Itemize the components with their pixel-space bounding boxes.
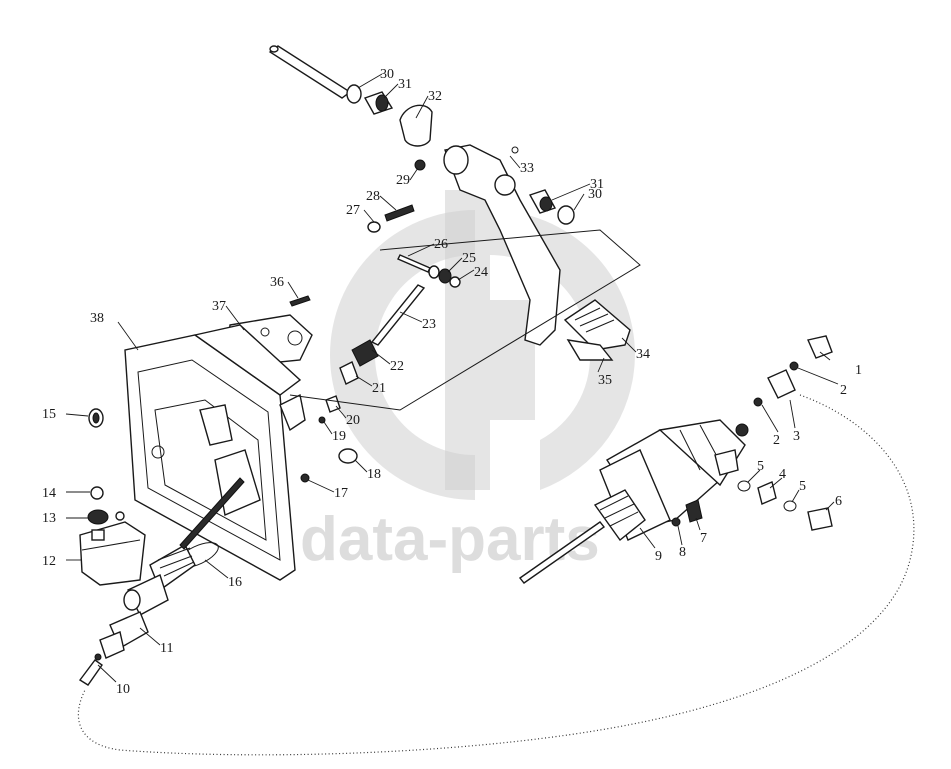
fitting-10 xyxy=(78,653,103,686)
pedal-arm-33 xyxy=(443,144,561,346)
callout-4: 4 xyxy=(779,467,786,482)
panel-38 xyxy=(124,324,302,581)
bolt-28 xyxy=(384,204,415,222)
washer-5b xyxy=(783,500,797,512)
callout-38: 38 xyxy=(90,311,104,326)
callout-25: 25 xyxy=(462,251,476,266)
washer-30-top xyxy=(346,84,362,104)
callout-1: 1 xyxy=(855,363,862,378)
callout-27: 27 xyxy=(346,203,360,218)
callout-5-right: 5 xyxy=(799,479,806,494)
bushing-31-top xyxy=(363,91,394,115)
callout-16: 16 xyxy=(228,575,242,590)
callout-33: 33 xyxy=(520,161,534,176)
plug-15 xyxy=(88,408,104,428)
callout-10: 10 xyxy=(116,682,130,697)
callout-6: 6 xyxy=(835,494,842,509)
callout-17: 17 xyxy=(334,486,348,501)
pedal-shaft xyxy=(268,45,352,99)
bolt-17 xyxy=(300,473,310,483)
frame-bracket xyxy=(279,393,306,432)
pin-26 xyxy=(397,254,431,273)
washer-5a xyxy=(737,480,751,492)
callout-15: 15 xyxy=(42,407,56,422)
spring-22 xyxy=(351,339,379,367)
clamp-32 xyxy=(399,104,433,147)
bushing-31-right xyxy=(528,189,557,214)
washer-30-right xyxy=(557,205,575,225)
callout-28: 28 xyxy=(366,189,380,204)
callout-35: 35 xyxy=(598,373,612,388)
callout-30-top: 30 xyxy=(380,67,394,82)
cap-13 xyxy=(87,509,125,525)
master-cylinder-11 xyxy=(99,544,196,659)
bolt-36 xyxy=(289,295,311,307)
washer-2b xyxy=(753,397,763,407)
callout-12: 12 xyxy=(42,554,56,569)
callout-26: 26 xyxy=(434,237,448,252)
callout-9: 9 xyxy=(655,549,662,564)
fitting-6 xyxy=(807,507,833,531)
callout-18: 18 xyxy=(367,467,381,482)
callout-29: 29 xyxy=(396,173,410,188)
piston-rod xyxy=(179,477,245,550)
ring-24 xyxy=(449,276,461,288)
push-rod-23 xyxy=(370,284,426,346)
ring-14 xyxy=(90,486,104,500)
watermark-text: data-parts xyxy=(300,505,600,574)
fitting-3 xyxy=(767,369,796,399)
callout-23: 23 xyxy=(422,317,436,332)
assembly-plane xyxy=(289,229,641,411)
callout-34: 34 xyxy=(636,347,650,362)
callout-5-left: 5 xyxy=(757,459,764,474)
booster-9 xyxy=(518,419,749,584)
callout-20: 20 xyxy=(346,413,360,428)
boot-21 xyxy=(339,361,359,385)
washer-2a xyxy=(789,361,799,371)
callout-2-top: 2 xyxy=(840,383,847,398)
callout-22: 22 xyxy=(390,359,404,374)
callout-19: 19 xyxy=(332,429,346,444)
callout-31-right: 31 xyxy=(590,177,604,192)
callout-37: 37 xyxy=(212,299,226,314)
callout-7: 7 xyxy=(700,531,707,546)
callout-14: 14 xyxy=(42,486,56,501)
callout-13: 13 xyxy=(42,511,56,526)
callout-2-bottom: 2 xyxy=(773,433,780,448)
washer-8 xyxy=(671,517,681,527)
callout-24: 24 xyxy=(474,265,488,280)
washer-18 xyxy=(338,448,358,464)
pedal-plate-35 xyxy=(566,339,614,361)
nut-29 xyxy=(414,159,426,171)
fitting-1 xyxy=(807,335,833,359)
washer-19 xyxy=(318,416,326,424)
callout-11: 11 xyxy=(160,641,173,656)
callout-8: 8 xyxy=(679,545,686,560)
fitting-7 xyxy=(685,499,703,523)
callout-21: 21 xyxy=(372,381,386,396)
callout-31-top: 31 xyxy=(398,77,412,92)
nut-25 xyxy=(438,268,452,284)
callout-36: 36 xyxy=(270,275,284,290)
clevis-25 xyxy=(428,265,440,279)
callout-32: 32 xyxy=(428,89,442,104)
fitting-4 xyxy=(757,481,777,505)
cap-27 xyxy=(367,221,381,233)
callout-3: 3 xyxy=(793,429,800,444)
watermark-logo xyxy=(330,190,635,500)
reservoir-12 xyxy=(79,521,146,586)
callout-30-right: 30 xyxy=(588,187,602,202)
leader-lines xyxy=(65,73,839,683)
